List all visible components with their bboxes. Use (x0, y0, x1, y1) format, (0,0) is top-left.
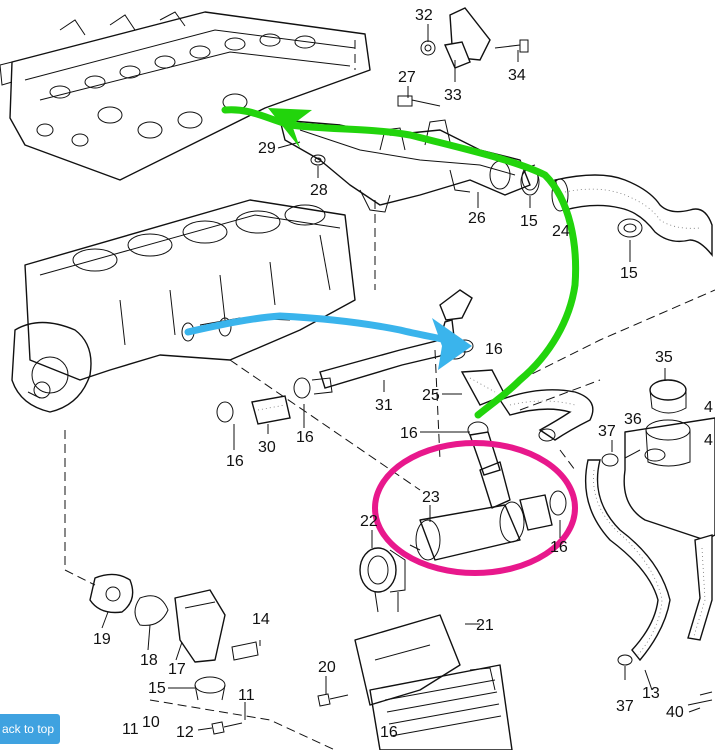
hose-clamp-16b (467, 421, 501, 476)
callout-25: 25 (422, 387, 440, 404)
callout-labels: 32 34 33 27 29 28 26 15 24 15 16 35 25 3… (93, 7, 713, 741)
bolt-20 (317, 693, 349, 707)
callout-14: 14 (252, 611, 270, 628)
top-connector-hose (420, 7, 529, 69)
callout-30: 30 (258, 439, 276, 456)
callout-15-right: 15 (620, 265, 638, 282)
callout-13: 13 (642, 685, 660, 702)
hose-clamp-15b (617, 218, 643, 238)
callout-36: 36 (624, 411, 642, 428)
callout-10: 10 (142, 714, 160, 731)
callout-37-bottom: 37 (616, 698, 634, 715)
pump-bracket-22 (359, 547, 406, 613)
callout-20: 20 (318, 659, 336, 676)
callout-11-right: 11 (238, 687, 255, 704)
callout-37-top: 37 (598, 423, 616, 440)
bolt-12 (211, 721, 243, 735)
auxiliary-coolant-pump (404, 461, 567, 561)
reference-lines (64, 40, 715, 750)
callout-12: 12 (176, 724, 194, 741)
thermostat-assembly (89, 573, 259, 701)
callout-35: 35 (655, 349, 673, 366)
callout-16-pump-inlet: 16 (485, 341, 503, 358)
callout-22: 22 (360, 513, 378, 530)
callout-16-clamp-right: 16 (296, 429, 314, 446)
callout-11-left: 11 (122, 721, 139, 738)
callout-15-top: 15 (520, 213, 538, 230)
leader-lines (101, 24, 701, 731)
back-to-top-button[interactable]: ack to top (0, 714, 60, 744)
callout-4-lower: 4 (704, 432, 713, 449)
callout-16-pump-outlet: 16 (400, 425, 418, 442)
callout-32: 32 (415, 7, 433, 24)
engine-block (11, 199, 356, 413)
callout-16-clamp-left: 16 (226, 453, 244, 470)
callout-16-bottom: 16 (380, 724, 398, 741)
callout-40: 40 (666, 704, 684, 721)
callout-16-pump-side: 16 (550, 539, 568, 556)
callout-26: 26 (468, 210, 486, 227)
cylinder-head (0, 11, 371, 181)
callout-27: 27 (398, 69, 416, 86)
green-highlight-route (221, 106, 580, 419)
callout-21: 21 (476, 617, 494, 634)
callout-34: 34 (508, 67, 526, 84)
expansion-tank (601, 379, 715, 541)
callout-28: 28 (310, 182, 328, 199)
radiator (354, 614, 513, 750)
overflow-hose-13 (584, 459, 713, 706)
callout-24: 24 (552, 223, 570, 240)
callout-4-upper: 4 (704, 399, 713, 416)
callout-15-bottom: 15 (148, 680, 166, 697)
callout-29: 29 (258, 140, 276, 157)
blue-highlight-route (184, 312, 459, 346)
callout-17: 17 (168, 661, 186, 678)
magenta-highlight-circle (372, 440, 578, 576)
callout-19: 19 (93, 631, 111, 648)
lower-bypass-hose (498, 389, 594, 442)
callout-23: 23 (422, 489, 440, 506)
bolt-27 (397, 95, 441, 107)
callout-31: 31 (375, 397, 393, 414)
hose-30 (216, 377, 333, 425)
blue-arrowhead (432, 318, 472, 370)
washer-28 (310, 154, 326, 166)
callout-18: 18 (140, 652, 158, 669)
green-arrowhead (268, 108, 312, 148)
callout-33: 33 (444, 87, 462, 104)
